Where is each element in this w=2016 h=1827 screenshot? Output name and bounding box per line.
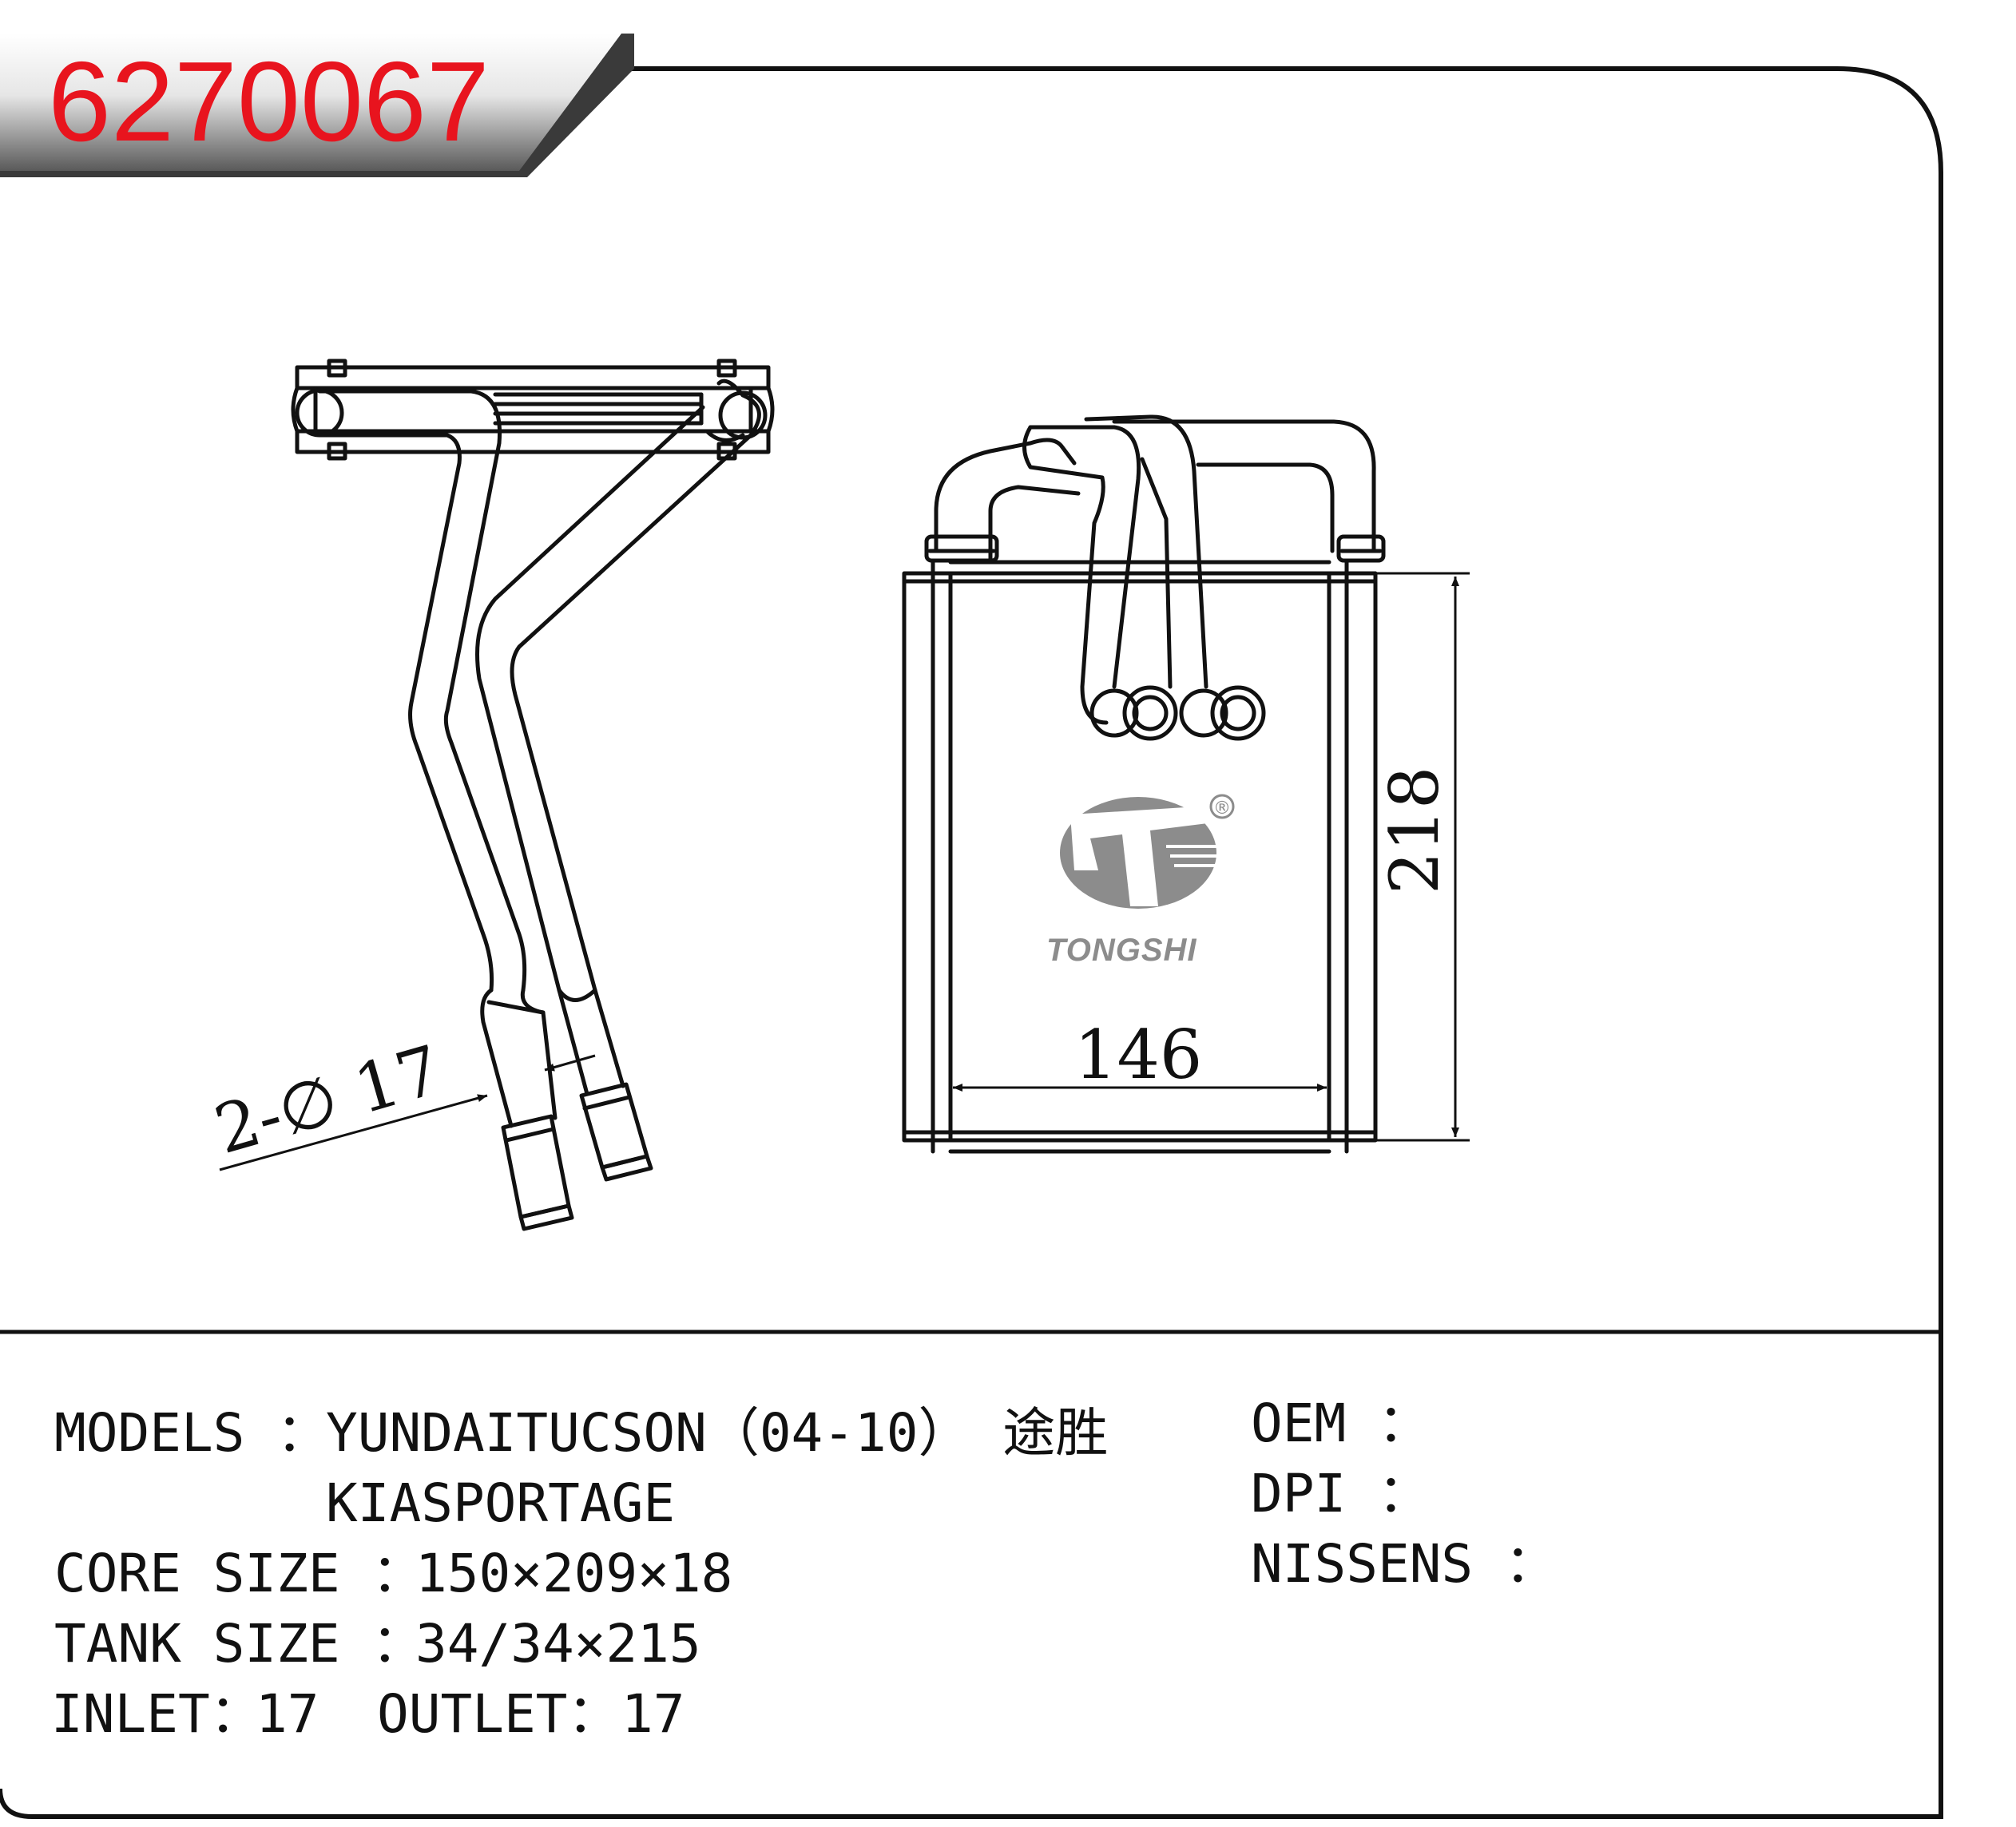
core-size-label: CORE SIZE ：	[54, 1543, 425, 1604]
outlet-label: OUTLET：	[377, 1683, 621, 1745]
core-size-value: 150×209×18	[415, 1543, 733, 1604]
height-dimension-label: 218	[1375, 767, 1454, 894]
sheet-frame	[0, 66, 1943, 1819]
inlet-value: 17	[256, 1683, 319, 1745]
nissens-label: NISSENS ：	[1251, 1533, 1558, 1595]
pipe-diameter-label: 2-∅ 17	[207, 1030, 450, 1169]
tank-size-value: 34/34×215	[415, 1613, 701, 1674]
front-dimensions	[949, 572, 1470, 1142]
part-number: 6270067	[48, 38, 490, 165]
tank-size-label: TANK SIZE ：	[54, 1613, 425, 1674]
front-view	[902, 414, 1386, 1154]
outlet-value: 17	[621, 1683, 685, 1745]
tongshi-logo: ® TONGSHI	[1046, 794, 1235, 968]
part-number-badge: 6270067	[0, 34, 634, 177]
models-line-1: YUNDAITUCSON（04-10） 途胜	[326, 1402, 1109, 1464]
oem-label: OEM ：	[1251, 1393, 1431, 1454]
models-line-2: KIASPORTAGE	[326, 1472, 676, 1534]
side-view	[291, 359, 775, 1231]
brand-name: TONGSHI	[1046, 933, 1197, 968]
models-label: MODELS ：	[54, 1402, 330, 1464]
pipe-diameter-dimension: 2-∅ 17	[207, 1030, 596, 1171]
registered-mark: ®	[1213, 799, 1231, 818]
dpi-label: DPI ：	[1251, 1463, 1431, 1524]
width-dimension-label: 146	[1074, 1016, 1202, 1094]
inlet-label: INLET：	[51, 1683, 263, 1745]
